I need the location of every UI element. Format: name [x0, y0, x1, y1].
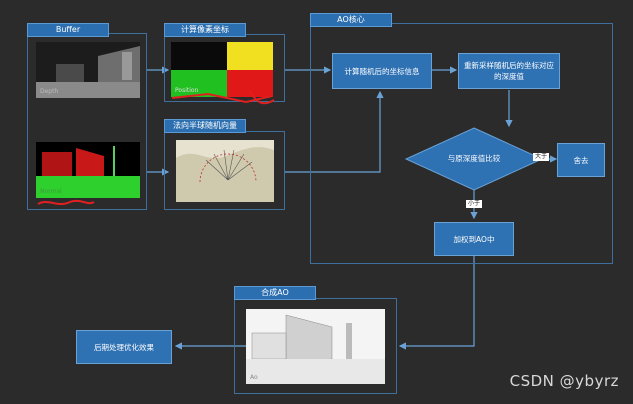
calc-coord-box: 计算随机后的坐标信息: [332, 53, 432, 89]
greater-label: 大于: [533, 153, 550, 161]
ao-result-image: Ao: [246, 309, 385, 384]
position-caption: Position: [175, 87, 199, 94]
resample-depth-box: 重新采样随机后的坐标对应的深度值: [458, 53, 560, 89]
depth-caption: Depth: [40, 88, 59, 95]
discard-box: 舍去: [557, 143, 605, 177]
ao-core-panel: [310, 23, 613, 264]
buffer-title: Buffer: [27, 23, 109, 37]
arrow-hemisphere-to-calc: [285, 90, 384, 173]
red-annotation-scribble: [37, 199, 95, 205]
red-annotation-position: [171, 91, 275, 105]
less-label: 小于: [466, 200, 483, 208]
ao-scene-icon: [246, 309, 385, 384]
accumulate-ao-box: 加权到AO中: [434, 222, 514, 256]
hemisphere-image: [176, 140, 274, 202]
normal-caption: Normal: [40, 188, 62, 195]
compose-title: 合成AO: [234, 286, 316, 300]
depth-image: Depth: [36, 42, 140, 98]
arrow-accumulate-to-compose: [398, 256, 475, 350]
compare-diamond-label: 与原深度值比较: [447, 154, 501, 163]
normal-image: Normal: [36, 142, 140, 198]
position-title: 计算像素坐标: [164, 23, 246, 37]
ao-core-title: AO核心: [310, 13, 392, 27]
depth-scene-icon: [36, 42, 140, 98]
csdn-watermark: CSDN @ybyrz: [509, 372, 619, 390]
hemisphere-title: 法向半球随机向量: [164, 119, 246, 133]
post-process-box: 后期处理优化效果: [76, 330, 172, 364]
compare-diamond-shape: [404, 127, 544, 191]
hemisphere-vectors-icon: [176, 140, 274, 202]
normal-scene-icon: [36, 142, 140, 198]
ao-caption: Ao: [250, 374, 258, 381]
